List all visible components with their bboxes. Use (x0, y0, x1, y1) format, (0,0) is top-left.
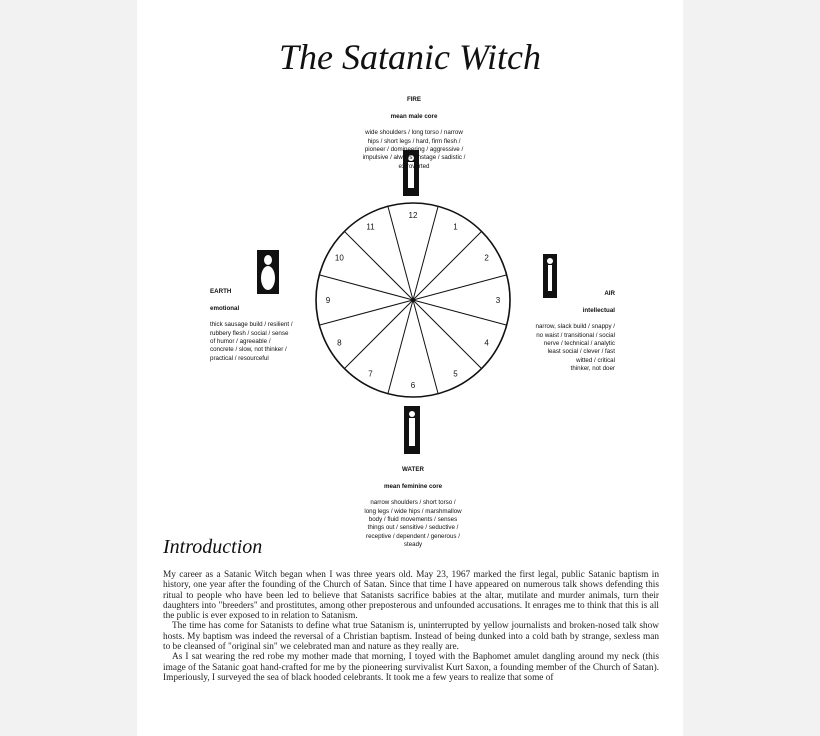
section-body: My career as a Satanic Witch began when … (163, 570, 659, 683)
wheel-number: 6 (411, 381, 416, 390)
water-heading: WATER (402, 466, 424, 474)
wheel-spoke (412, 299, 482, 369)
wheel-number: 9 (326, 296, 331, 305)
wheel-number: 1 (453, 222, 458, 231)
paragraph-3: As I sat wearing the red robe my mother … (163, 652, 659, 683)
water-description: WATER mean feminine core narrow shoulder… (350, 458, 476, 558)
earth-text: thick sausage build / resilient / rubber… (210, 321, 293, 362)
fire-text: wide shoulders / long torso / narrow hip… (362, 129, 466, 170)
fire-figure-icon (403, 150, 419, 196)
fire-description: FIRE mean male core wide shoulders / lon… (349, 88, 479, 179)
wheel-spoke (412, 299, 439, 394)
wheel-spoke (387, 206, 414, 301)
wheel-number: 2 (484, 254, 489, 263)
paragraph-2: The time has come for Satanists to defin… (163, 621, 659, 653)
wheel-circle (315, 202, 511, 398)
wheel-number: 3 (496, 296, 501, 305)
air-heading: AIR (604, 290, 615, 298)
wheel-spoke (412, 299, 507, 326)
paragraph-1: My career as a Satanic Witch began when … (163, 570, 659, 622)
earth-figure-icon (257, 250, 279, 294)
wheel-spoke (344, 299, 414, 369)
document-title: The Satanic Witch (279, 37, 541, 77)
air-text: narrow, slack build / snappy / no waist … (535, 323, 615, 372)
wheel-number: 5 (453, 370, 458, 379)
wheel-spoke (319, 274, 414, 301)
wheel-number: 4 (484, 339, 489, 348)
earth-subheading: emotional (210, 304, 240, 312)
wheel-number: 7 (368, 370, 373, 379)
earth-description: EARTH emotional thick sausage build / re… (210, 280, 316, 371)
water-text: narrow shoulders / short torso / long le… (364, 499, 462, 548)
air-description: AIR intellectual narrow, slack build / s… (510, 282, 615, 382)
water-figure-icon (404, 406, 420, 454)
wheel-spoke (412, 206, 439, 301)
earth-heading: EARTH (210, 288, 232, 296)
water-subheading: mean feminine core (383, 482, 443, 490)
fire-subheading: mean male core (390, 112, 438, 120)
fire-heading: FIRE (406, 96, 422, 104)
section-heading: Introduction (163, 536, 263, 558)
air-figure-icon (543, 254, 557, 298)
wheel-spoke (412, 231, 482, 301)
wheel-spoke (412, 274, 507, 301)
air-subheading: intellectual (582, 306, 615, 314)
wheel-number: 11 (366, 222, 375, 231)
wheel-spoke (344, 231, 414, 301)
wheel-spoke (319, 299, 414, 326)
wheel-number: 12 (409, 211, 418, 220)
wheel-spoke (387, 299, 414, 394)
wheel-number: 10 (335, 254, 344, 263)
wheel-number: 8 (337, 339, 342, 348)
